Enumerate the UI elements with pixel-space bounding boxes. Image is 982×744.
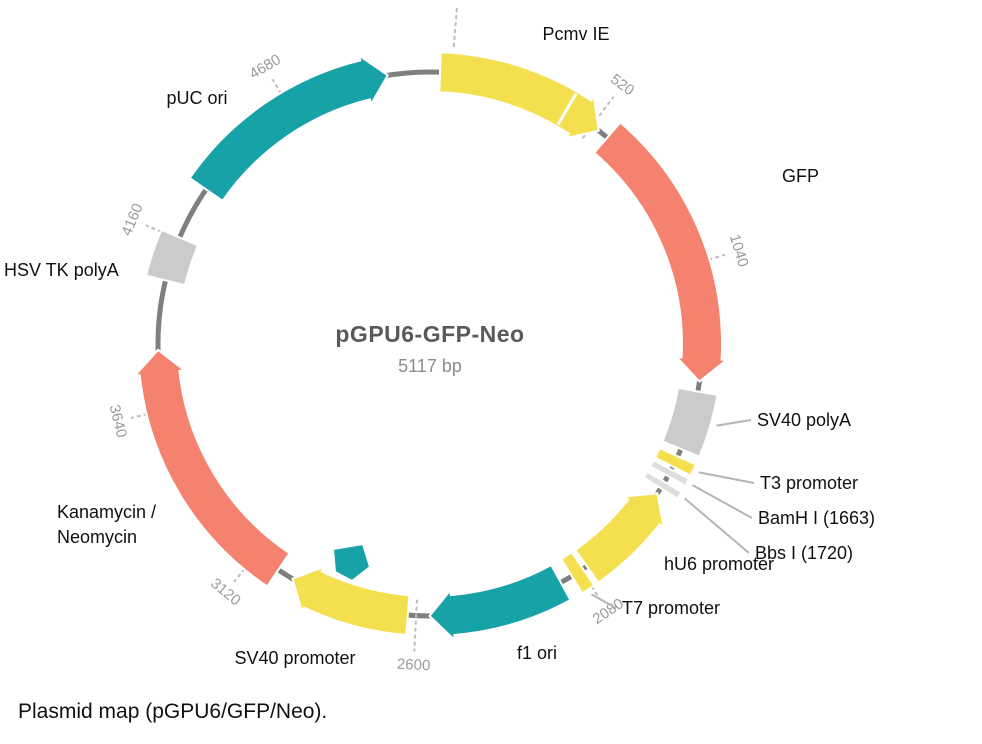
feature-bamhi-site [648, 458, 691, 488]
plasmid-name: pGPU6-GFP-Neo [335, 321, 524, 347]
feature-hsv-tk-polya [144, 228, 200, 287]
feature-label-kan-neo: Kanamycin / [57, 502, 156, 522]
feature-label-sv40-polya: SV40 polyA [757, 410, 851, 430]
tick-mark-2600 [413, 599, 418, 652]
leader-line-sv40-polya [716, 419, 752, 427]
feature-t3-promoter [653, 446, 698, 477]
feature-label-bamhi-site: BamH I (1663) [758, 508, 875, 528]
tick-label-3640: 3640 [106, 403, 131, 439]
feature-label-hsv-tk-polya: HSV TK polyA [4, 260, 119, 280]
feature-label-f1-ori: f1 ori [517, 643, 557, 663]
leader-line-t3-promoter [698, 471, 755, 484]
feature-label-kan-neo: Neomycin [57, 527, 137, 547]
plasmid-size: 5117 bp [398, 356, 462, 376]
feature-sv40-polya [661, 386, 719, 459]
tick-label-4160: 4160 [118, 201, 147, 238]
leader-line-bamhi-site [692, 484, 753, 519]
feature-label-puc-ori: pUC ori [166, 88, 227, 108]
feature-unlabeled-marker [331, 542, 372, 583]
tick-label-3120: 3120 [207, 575, 244, 609]
leader-line-t7-promoter [591, 593, 617, 609]
feature-t7-promoter [559, 551, 596, 595]
feature-puc-ori [188, 53, 390, 203]
feature-divider-pcmv-ie [556, 92, 578, 126]
feature-pcmv-ie [438, 51, 600, 140]
feature-label-bbsi-site: Bbs I (1720) [755, 543, 853, 563]
feature-label-hu6-promoter: hU6 promoter [664, 554, 774, 574]
feature-label-t7-promoter: T7 promoter [622, 598, 720, 618]
feature-sv40-promoter [291, 565, 411, 637]
feature-hu6-promoter [573, 492, 666, 584]
feature-label-t3-promoter: T3 promoter [760, 473, 858, 493]
tick-label-520: 520 [607, 71, 637, 100]
feature-label-sv40-promoter: SV40 promoter [234, 648, 355, 668]
figure-caption: Plasmid map (pGPU6/GFP/Neo). [18, 700, 328, 723]
feature-f1-ori [428, 563, 572, 643]
feature-label-pcmv-ie: Pcmv IE [542, 24, 609, 44]
tick-label-2600: 2600 [397, 656, 431, 675]
feature-gfp [592, 121, 730, 383]
feature-kan-neo [132, 348, 291, 588]
tick-label-1040: 1040 [726, 232, 752, 269]
feature-label-gfp: GFP [782, 166, 819, 186]
leader-line-bbsi-site [684, 497, 750, 554]
feature-bbsi-site [642, 470, 684, 501]
tick-mark-65 [452, 6, 458, 48]
tick-label-4680: 4680 [246, 51, 283, 83]
